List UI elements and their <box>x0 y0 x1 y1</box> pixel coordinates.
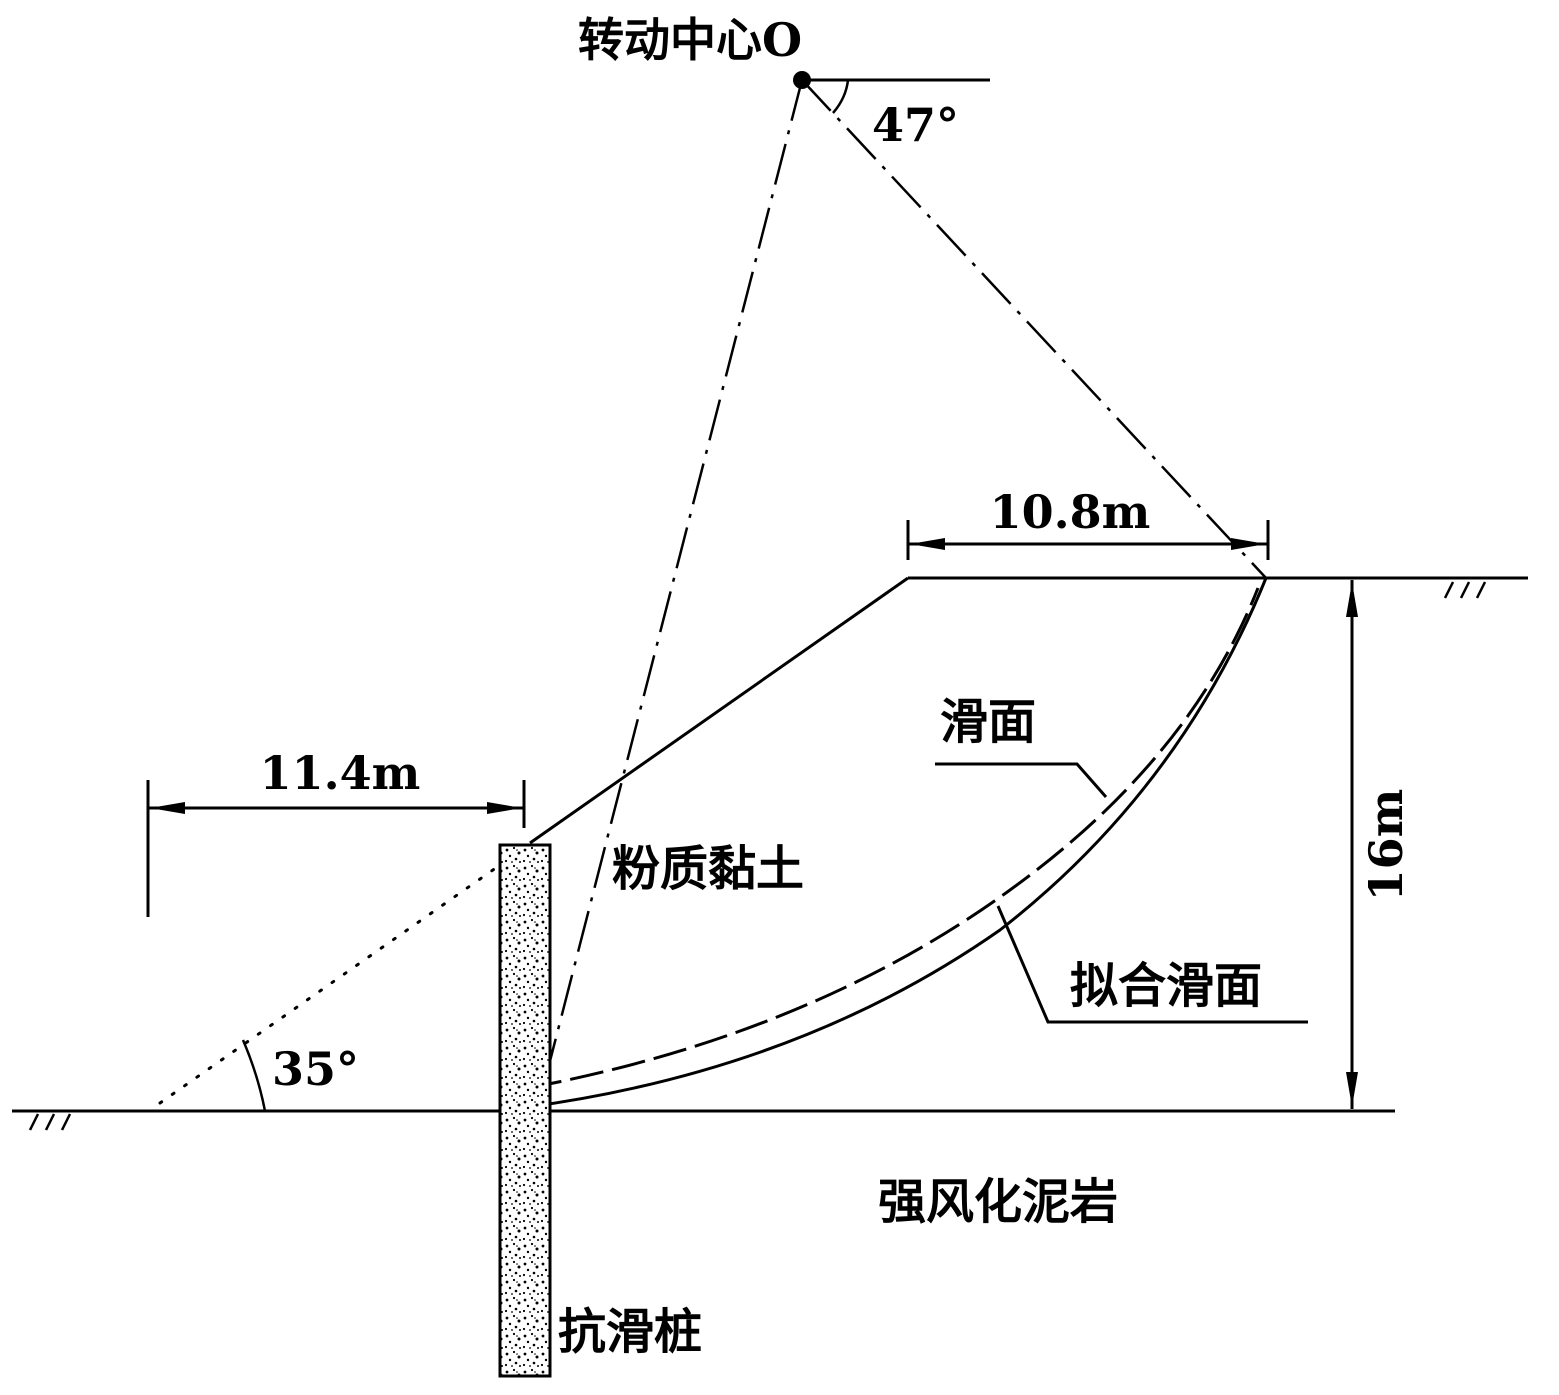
dim-left-label: 11.4m <box>260 746 421 800</box>
fitted-slip-surface-leader <box>996 905 1308 1024</box>
ground-hatch-left <box>28 1113 72 1131</box>
fitted-slip-surface-label: 拟合滑面 <box>1070 958 1262 1014</box>
slope-face-line <box>529 576 909 845</box>
dim-left-arrow-left <box>150 802 185 814</box>
ground-hatch-right <box>1443 581 1487 599</box>
angle-47-label: 47° <box>872 98 959 152</box>
angle-35-label: 35° <box>272 1042 359 1096</box>
dim-top-arrow-left <box>910 538 945 550</box>
soil-layer-label: 粉质黏土 <box>612 841 804 897</box>
angle-arc-47 <box>832 79 850 114</box>
angle-arc-35 <box>241 1039 267 1112</box>
dim-left-arrow-right <box>487 802 522 814</box>
dim-top-arrow-right <box>1231 538 1266 550</box>
dim-height-label: 16m <box>1359 789 1413 902</box>
slip-surface-label: 滑面 <box>940 694 1036 750</box>
pile-label: 抗滑桩 <box>558 1304 702 1360</box>
rock-layer-label: 强风化泥岩 <box>878 1174 1118 1230</box>
slip-surface-leader <box>935 762 1108 798</box>
anti-slide-pile <box>498 843 552 1378</box>
radius-line-right <box>801 79 1267 579</box>
radius-line-left <box>538 79 804 1101</box>
fitted-slip-surface-curve <box>527 587 1260 1090</box>
dim-height-arrow-bottom <box>1346 1072 1358 1107</box>
dim-height-arrow-top <box>1346 582 1358 617</box>
rotation-center-label: 转动中心O <box>578 13 802 67</box>
dim-top-label: 10.8m <box>990 485 1151 539</box>
slip-surface-curve <box>527 577 1268 1109</box>
